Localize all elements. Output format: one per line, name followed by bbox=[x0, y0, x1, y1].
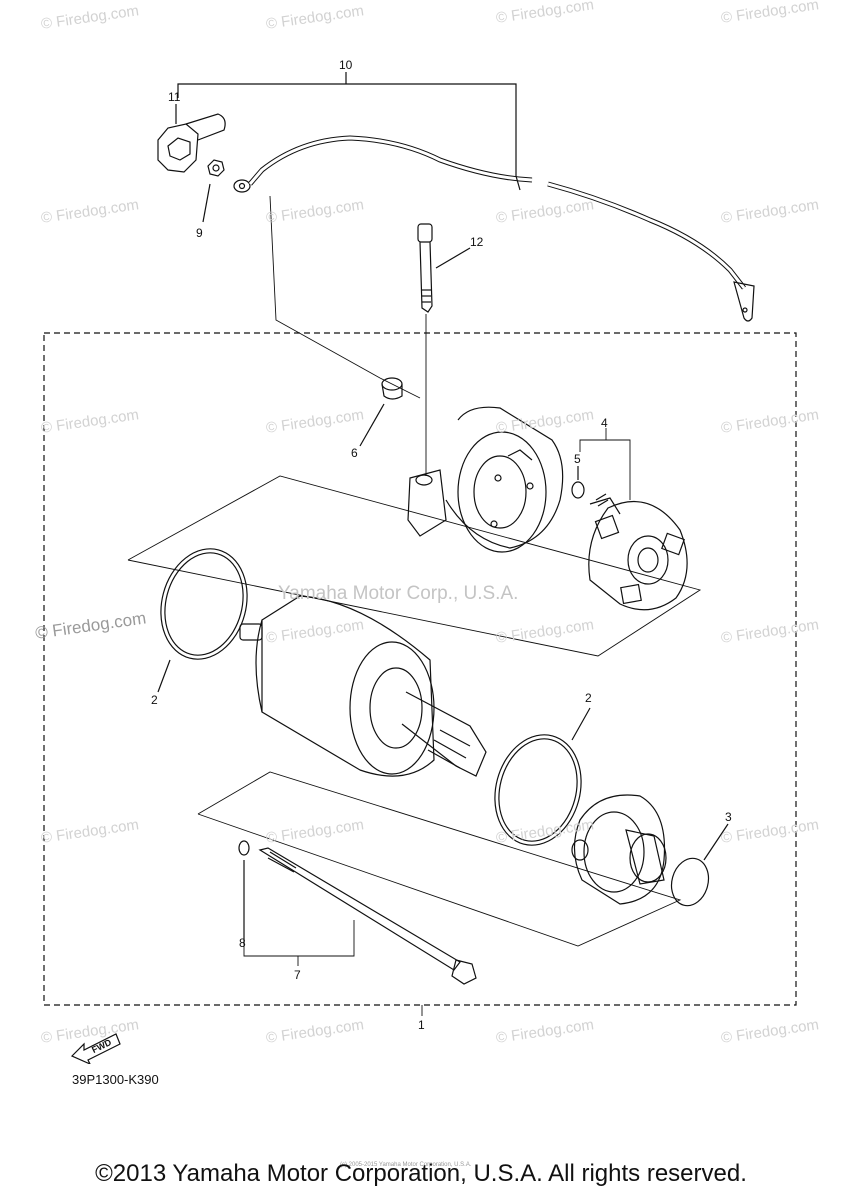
part-2-o-ring-left bbox=[157, 548, 248, 693]
callout-1: 1 bbox=[418, 1018, 425, 1032]
callout-6: 6 bbox=[351, 446, 358, 460]
part-9-washer bbox=[202, 159, 225, 223]
leader-cable-to-motor bbox=[269, 195, 421, 399]
assembly-boundary bbox=[43, 332, 797, 1006]
part-6-bushing bbox=[359, 377, 403, 447]
starter-motor-yoke bbox=[239, 595, 487, 777]
callout-2-right: 2 bbox=[585, 691, 592, 705]
copyright-notice: ©2013 Yamaha Motor Corporation, U.S.A. A… bbox=[95, 1160, 747, 1187]
footer-tiny-text: (c) 2005-2015 Yamaha Motor Corporation, … bbox=[340, 1162, 472, 1168]
callout-4: 4 bbox=[601, 416, 608, 430]
bracket-7-8 bbox=[243, 920, 355, 957]
part-3-o-ring-front bbox=[670, 823, 729, 907]
bracket-10 bbox=[177, 72, 517, 176]
callout-9: 9 bbox=[196, 226, 203, 240]
rear-cover-housing bbox=[407, 406, 564, 553]
part-8-washer bbox=[238, 840, 250, 944]
callout-5: 5 bbox=[574, 452, 581, 466]
part-2-o-ring-right bbox=[494, 707, 591, 846]
part-12-bolt bbox=[417, 223, 471, 476]
part-7-through-bolt bbox=[258, 847, 477, 985]
part-10-starter-lead bbox=[233, 135, 755, 322]
callout-2-left: 2 bbox=[151, 693, 158, 707]
callout-8: 8 bbox=[239, 936, 246, 950]
front-cover bbox=[571, 794, 667, 905]
fwd-arrow-icon: FWD bbox=[70, 1033, 121, 1064]
callout-7: 7 bbox=[294, 968, 301, 982]
plane-front bbox=[197, 771, 682, 947]
callout-10: 10 bbox=[339, 58, 353, 72]
part-11-nut-cap bbox=[157, 104, 226, 173]
corp-watermark: Yamaha Motor Corp., U.S.A. bbox=[278, 583, 519, 604]
callout-11: 11 bbox=[168, 90, 181, 104]
plane-rear-cover bbox=[127, 475, 702, 657]
callout-12: 12 bbox=[470, 235, 484, 249]
part-5-o-ring bbox=[571, 466, 585, 499]
part-4-brush-holder bbox=[579, 428, 688, 611]
callout-3: 3 bbox=[725, 810, 732, 824]
diagram-part-code: 39P1300-K390 bbox=[72, 1072, 159, 1087]
